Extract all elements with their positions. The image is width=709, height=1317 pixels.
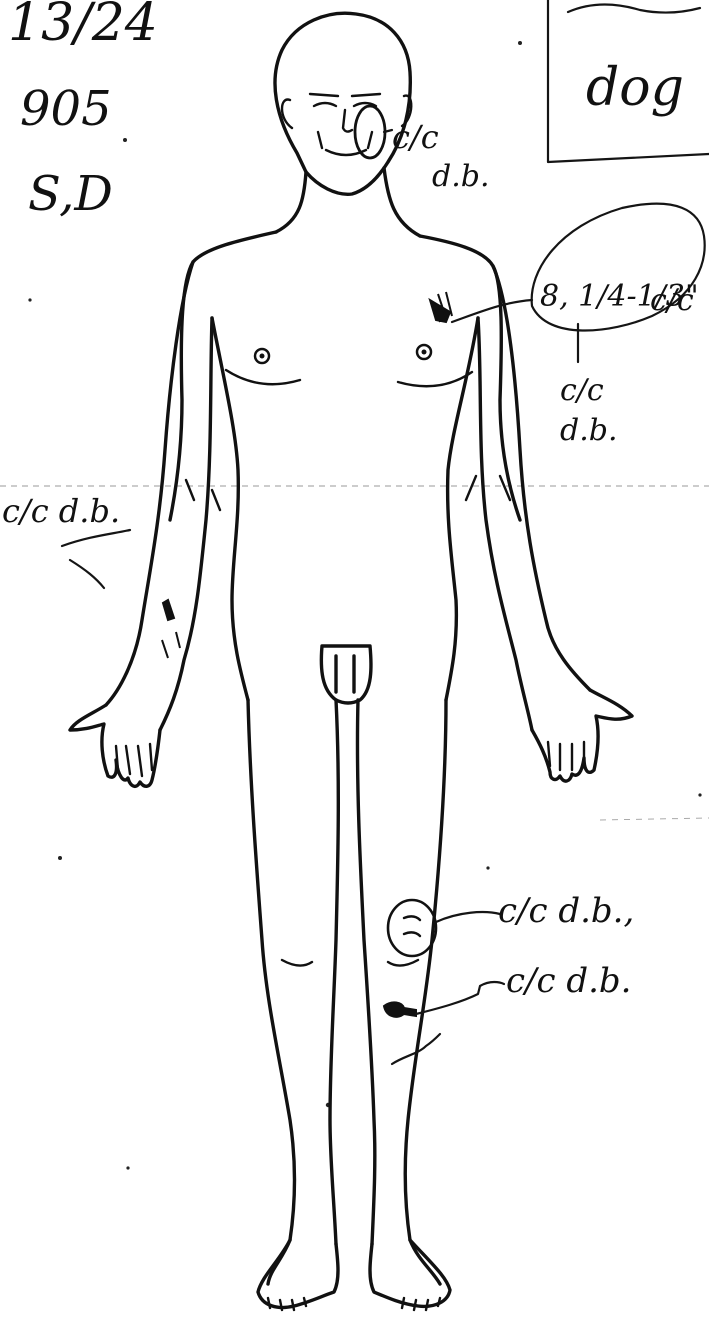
boxed-note-text: dog [586,58,684,118]
right-shoulder [420,236,520,520]
face-wound-circle [355,106,385,158]
note-date: 13/24 [8,0,158,53]
left-torso [212,318,248,700]
human-figure [70,13,632,1310]
wound-marks [162,106,452,1064]
left-leg-outer [248,700,295,1284]
right-foot [370,1240,450,1306]
genital-outline [321,646,371,703]
elbow-marks [186,476,510,510]
shin-pointer [416,982,504,1014]
thigh-label: c/c d.b., [498,891,634,931]
left-inner-arm [160,318,212,730]
forearm-pointer [62,530,130,588]
chest-callout-line [452,300,532,322]
head-outline [275,13,410,194]
right-hand [532,690,632,781]
thigh-wound-circle [388,900,436,956]
right-leg-outer [405,700,446,1284]
chest-wound [430,292,452,322]
note-initials: S,D [28,166,113,222]
right-inner-arm [478,318,532,730]
shin-wound [384,1002,416,1016]
pectoral-lines [226,370,472,386]
shin-label: c/c d.b. [506,961,632,1001]
forearm-label: c/c d.b. [2,492,120,530]
chest-sublabel: d.b. [560,413,617,448]
face-annotation-label: c/c [392,118,439,156]
right-torso [446,318,478,700]
right-leg-inner [357,700,374,1244]
nose [343,110,352,132]
left-upper-arm [106,262,193,705]
cheek-lines [318,132,372,148]
left-leg-inner [330,700,338,1244]
thigh-pointer [436,912,500,922]
note-number: 905 [20,81,112,137]
forearm-wound [162,600,180,658]
face-annotation-sublabel: d.b. [432,159,489,194]
knee-marks [282,960,418,966]
handwritten-notes: 13/24 905 S,D dog c/c d.b. 8, 1/4-1/3" c… [2,0,709,1014]
chest-label: c/c [560,373,604,408]
chest-side-label: c/c [650,283,694,318]
neck [276,168,420,236]
eyebrows [310,94,380,96]
